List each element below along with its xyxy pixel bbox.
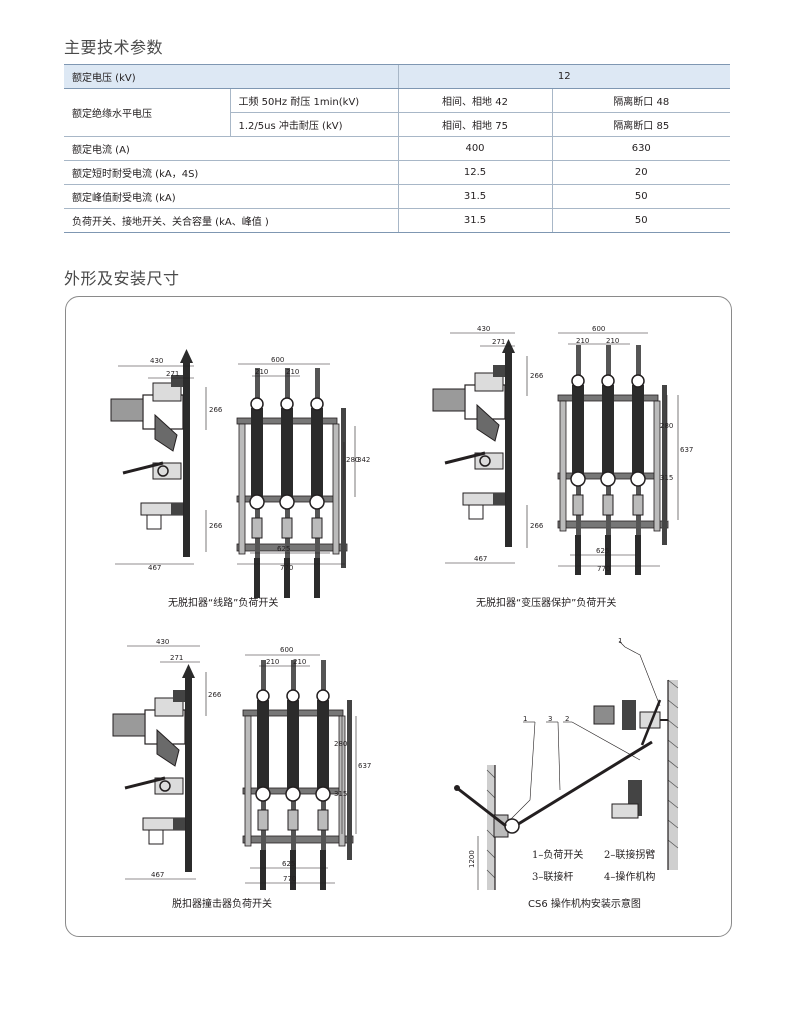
dim-637: 637 bbox=[358, 762, 371, 770]
dim-467: 467 bbox=[148, 564, 161, 572]
dim-271: 271 bbox=[492, 338, 505, 346]
dim-770: 770 bbox=[283, 875, 296, 883]
dim-210-a: 210 bbox=[266, 658, 279, 666]
dim-266-top: 266 bbox=[209, 406, 223, 414]
peak-v2: 50 bbox=[551, 184, 731, 209]
dim-280: 280 bbox=[346, 456, 359, 464]
rated-current-v1: 400 bbox=[397, 136, 552, 161]
callout-1: 1 bbox=[523, 715, 527, 723]
callout-1-top: 1 bbox=[618, 637, 622, 645]
legend-item-1: 1–负荷开关 bbox=[532, 848, 583, 861]
dim-280: 280 bbox=[334, 740, 347, 748]
dim-266-bottom: 266 bbox=[530, 522, 544, 530]
dim-210-b: 210 bbox=[606, 337, 619, 345]
dim-430: 430 bbox=[156, 638, 169, 646]
dim-430: 430 bbox=[477, 325, 490, 333]
peak-label: 额定峰值耐受电流 (kA) bbox=[64, 184, 398, 209]
dim-266-bottom: 266 bbox=[209, 522, 223, 530]
short-time-v2: 20 bbox=[551, 160, 731, 185]
insulation-label: 额定绝缘水平电压 bbox=[64, 88, 230, 137]
rated-current-label: 额定电流 (A) bbox=[64, 136, 398, 161]
dim-625: 625 bbox=[277, 545, 290, 553]
legend-item-4: 4–操作机构 bbox=[604, 870, 655, 883]
table-row: 额定峰值耐受电流 (kA) 31.5 50 bbox=[64, 184, 731, 209]
dim-467: 467 bbox=[151, 871, 164, 879]
dim-210-b: 210 bbox=[286, 368, 299, 376]
table-row: 额定短时耐受电流 (kA，4S) 12.5 20 bbox=[64, 160, 731, 185]
rated-voltage-label: 额定电压 (kV) bbox=[64, 64, 398, 89]
short-time-v1: 12.5 bbox=[397, 160, 552, 185]
short-time-label: 额定短时耐受电流 (kA，4S) bbox=[64, 160, 398, 185]
rated-voltage-value: 12 bbox=[397, 64, 731, 89]
dim-467: 467 bbox=[474, 555, 487, 563]
making-label: 负荷开关、接地开关、关合容量 (kA、峰值 ) bbox=[64, 208, 398, 233]
power-freq-label: 工频 50Hz 耐压 1min(kV) bbox=[229, 88, 398, 113]
drawing-transformer-switch: 430 271 600 210 210 266 266 280 315 637 … bbox=[431, 325, 693, 609]
drawing-line-switch: 430 271 600 210 210 266 266 280 342 467 … bbox=[109, 347, 370, 609]
section-title-tech-params: 主要技术参数 bbox=[64, 38, 164, 57]
dim-430: 430 bbox=[150, 357, 163, 365]
dim-770: 770 bbox=[280, 564, 293, 572]
table-row: 额定电流 (A) 400 630 bbox=[64, 136, 731, 161]
dim-625: 625 bbox=[282, 860, 295, 868]
spec-table: 额定电压 (kV) 12 额定绝缘水平电压 工频 50Hz 耐压 1min(kV… bbox=[64, 64, 731, 233]
legend-item-3: 3–联接杆 bbox=[532, 870, 573, 883]
dim-210-b: 210 bbox=[293, 658, 306, 666]
dim-315: 315 bbox=[334, 790, 347, 798]
dim-770: 770 bbox=[597, 565, 610, 573]
dim-266-top: 266 bbox=[530, 372, 544, 380]
table-row: 负荷开关、接地开关、关合容量 (kA、峰值 ) 31.5 50 bbox=[64, 208, 731, 233]
table-row: 额定绝缘水平电压 工频 50Hz 耐压 1min(kV) 相间、相地 42 隔离… bbox=[64, 88, 731, 137]
legend-item-2: 2–联接拐臂 bbox=[604, 848, 655, 861]
drawing-striker-switch: 430 271 600 210 210 266 280 315 637 467 … bbox=[111, 638, 371, 910]
dim-625: 625 bbox=[596, 547, 609, 555]
drawing-caption: 无脱扣器“变压器保护”负荷开关 bbox=[476, 596, 616, 609]
drawing-cs6-mechanism: 1 1 3 2 1200 1–负荷开关 2–联接拐臂 3–联接杆 4–操作机构 … bbox=[454, 637, 679, 910]
dim-600: 600 bbox=[271, 356, 284, 364]
drawing-caption: CS6 操作机构安装示意图 bbox=[528, 897, 641, 910]
peak-v1: 31.5 bbox=[397, 184, 552, 209]
dim-600: 600 bbox=[592, 325, 605, 333]
callout-3: 3 bbox=[548, 715, 552, 723]
making-v2: 50 bbox=[551, 208, 731, 233]
rated-current-v2: 630 bbox=[551, 136, 731, 161]
power-freq-isolation: 隔离断口 48 bbox=[551, 88, 731, 113]
impulse-phase: 相间、相地 75 bbox=[397, 112, 552, 137]
dim-210-a: 210 bbox=[576, 337, 589, 345]
callout-2: 2 bbox=[565, 715, 569, 723]
drawing-caption: 无脱扣器“线路”负荷开关 bbox=[168, 596, 278, 609]
impulse-isolation: 隔离断口 85 bbox=[551, 112, 731, 137]
dim-315: 315 bbox=[660, 474, 673, 482]
dim-1200: 1200 bbox=[468, 850, 476, 868]
dim-637: 637 bbox=[680, 446, 693, 454]
dim-266: 266 bbox=[208, 691, 222, 699]
dim-600: 600 bbox=[280, 646, 293, 654]
dim-280: 280 bbox=[660, 422, 673, 430]
dim-342: 342 bbox=[357, 456, 370, 464]
table-row: 额定电压 (kV) 12 bbox=[64, 64, 731, 89]
table-row: 1.2/5us 冲击耐压 (kV) 相间、相地 75 隔离断口 85 bbox=[64, 112, 731, 137]
making-v1: 31.5 bbox=[397, 208, 552, 233]
power-freq-phase: 相间、相地 42 bbox=[397, 88, 552, 113]
dim-271: 271 bbox=[170, 654, 183, 662]
section-title-dimensions: 外形及安装尺寸 bbox=[64, 269, 180, 288]
drawing-caption: 脱扣器撞击器负荷开关 bbox=[172, 897, 272, 910]
dim-271: 271 bbox=[166, 370, 179, 378]
dim-210-a: 210 bbox=[255, 368, 268, 376]
impulse-label: 1.2/5us 冲击耐压 (kV) bbox=[229, 112, 398, 137]
